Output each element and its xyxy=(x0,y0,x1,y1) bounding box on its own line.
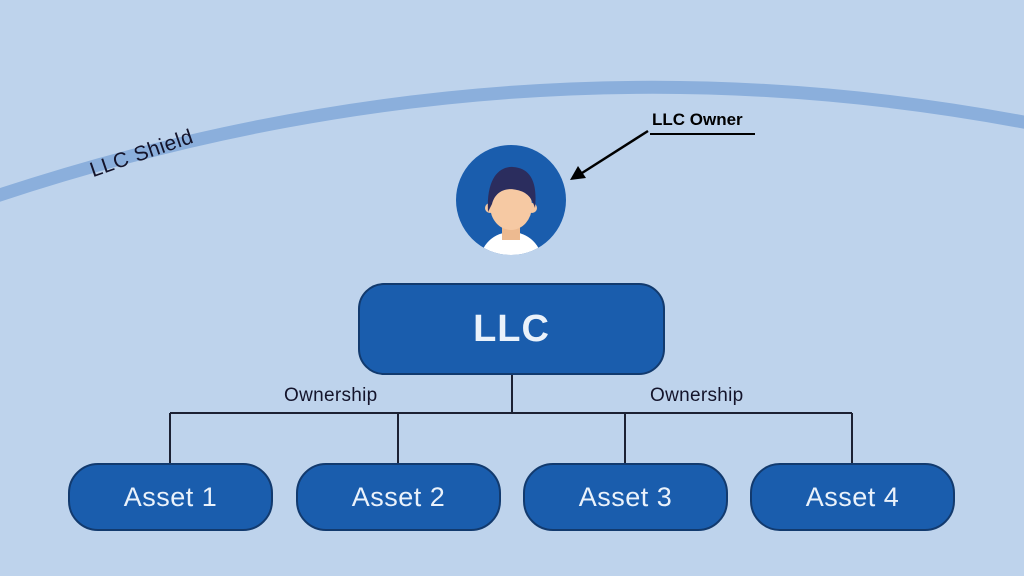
asset-box-2: Asset 2 xyxy=(296,463,501,531)
ownership-label-left: Ownership xyxy=(284,385,378,406)
llc-box: LLC xyxy=(358,283,665,375)
ownership-label-right: Ownership xyxy=(650,385,744,406)
asset-box-1: Asset 1 xyxy=(68,463,273,531)
owner-label: LLC Owner xyxy=(650,110,755,135)
person-icon xyxy=(456,145,566,255)
owner-avatar xyxy=(456,145,566,255)
shield-label: LLC Shield xyxy=(87,125,197,182)
asset-box-4: Asset 4 xyxy=(750,463,955,531)
asset-box-3: Asset 3 xyxy=(523,463,728,531)
